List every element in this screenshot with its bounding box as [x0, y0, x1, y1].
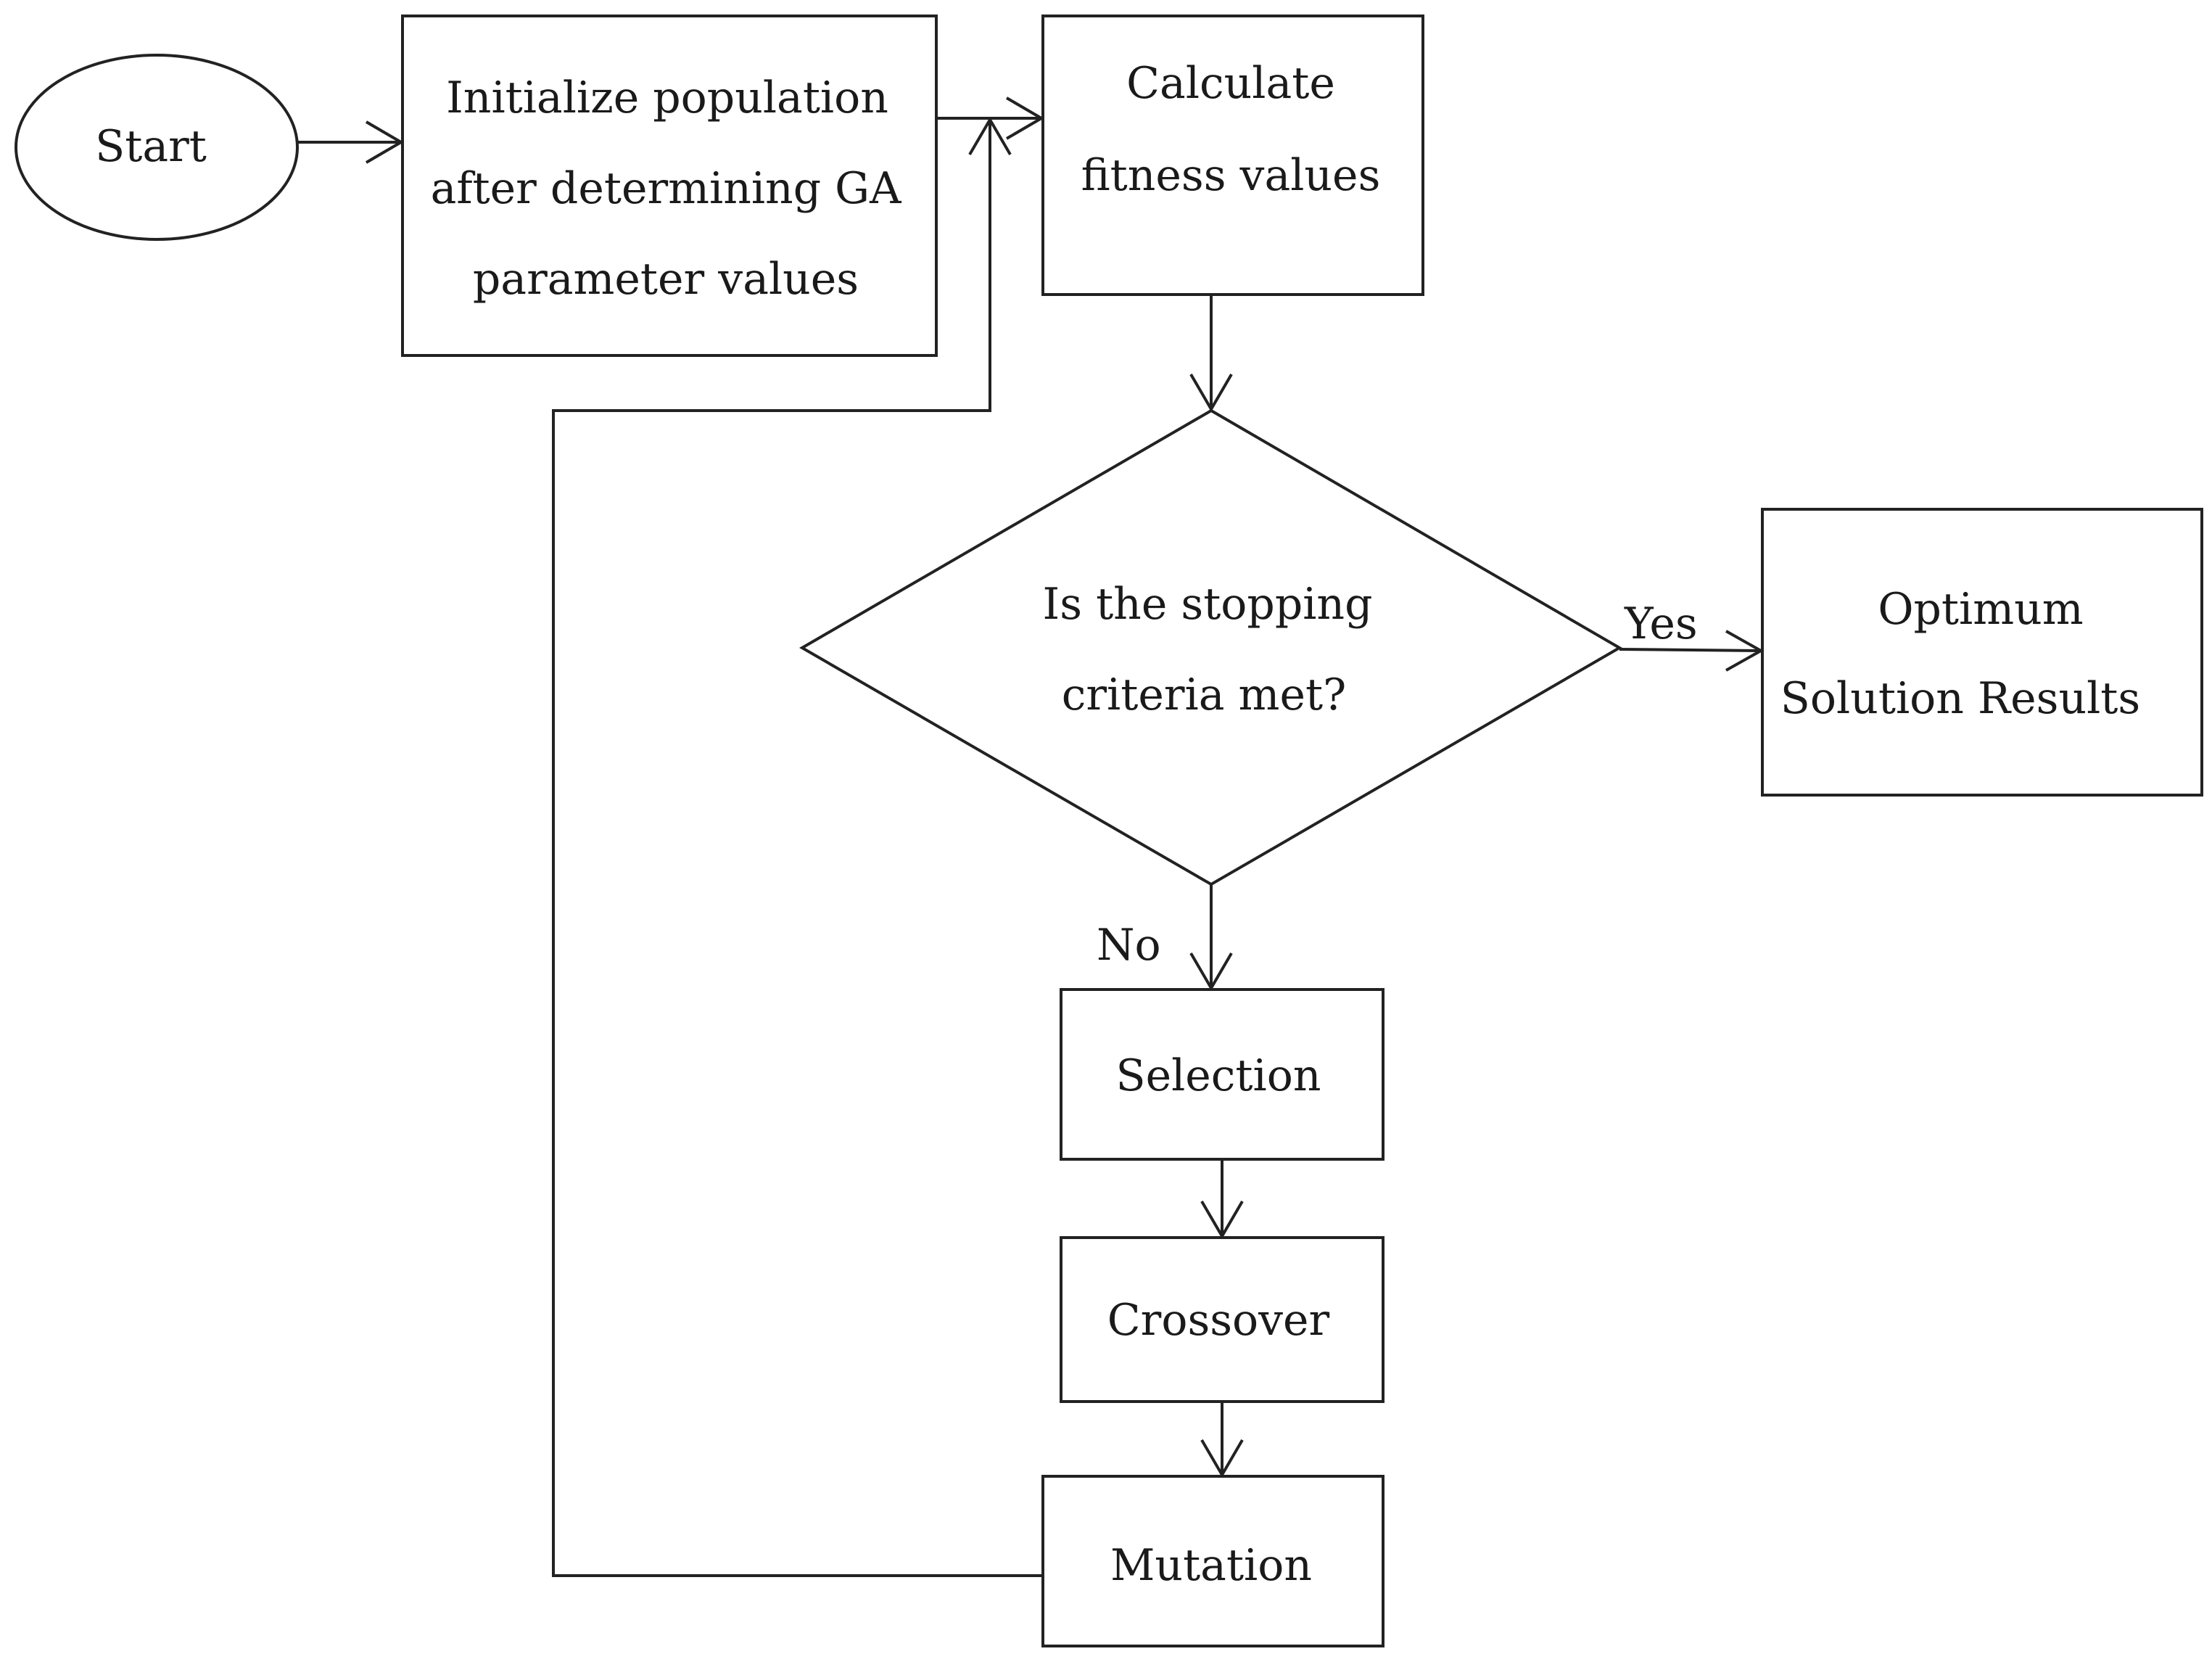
mutation-node: Mutation [1041, 1475, 1384, 1647]
arrow-start-to-initialize [297, 120, 404, 164]
initialize-label-line-2: after determining GA [431, 163, 902, 214]
arrow-initialize-to-calculate [936, 96, 1044, 140]
arrowhead-icon [1005, 96, 1044, 140]
decision-label-line-2: criteria met? [1062, 670, 1347, 720]
mutation-label: Mutation [1110, 1540, 1312, 1591]
arrow-calculate-to-decision [1189, 295, 1233, 412]
calculate-fitness-node: Calculate fitness values [1041, 15, 1424, 296]
selection-label: Selection [1116, 1050, 1321, 1101]
arrowhead-icon [1189, 373, 1233, 412]
optimum-label-line-1: Optimum [1878, 584, 2083, 635]
arrowhead-icon [1200, 1200, 1244, 1239]
arrowhead-icon [1725, 630, 1765, 672]
arrow-mutation-loop-to-calculate [552, 117, 1041, 1577]
crossover-label: Crossover [1107, 1295, 1330, 1346]
arrow-decision-yes-to-optimum: Yes [1619, 598, 1765, 672]
selection-node: Selection [1060, 988, 1384, 1161]
optimum-solution-node: Optimum Solution Results [1761, 508, 2203, 797]
calculate-label-line-1: Calculate [1126, 58, 1335, 109]
arrow-crossover-to-mutation [1200, 1402, 1244, 1478]
optimum-label-line-2: Solution Results [1780, 673, 2140, 724]
arrowhead-icon [1189, 952, 1233, 991]
initialize-node: Initialize population after determining … [401, 15, 938, 357]
arrow-decision-no-to-selection: No [1097, 884, 1233, 991]
calculate-label-line-2: fitness values [1081, 150, 1381, 201]
arrowhead-icon [1200, 1439, 1244, 1478]
yes-edge-label: Yes [1624, 598, 1698, 649]
start-label: Start [95, 121, 207, 172]
stopping-criteria-decision: Is the stopping criteria met? [799, 408, 1622, 886]
start-node: Start [15, 54, 299, 241]
initialize-label-line-3: parameter values [473, 254, 859, 305]
arrowhead-icon [968, 117, 1012, 156]
crossover-node: Crossover [1060, 1236, 1384, 1403]
decision-label-line-1: Is the stopping [1043, 579, 1373, 630]
arrow-selection-to-crossover [1200, 1159, 1244, 1239]
initialize-label-line-1: Initialize population [446, 73, 888, 123]
no-edge-label: No [1097, 920, 1161, 971]
arrowhead-icon [365, 120, 404, 164]
